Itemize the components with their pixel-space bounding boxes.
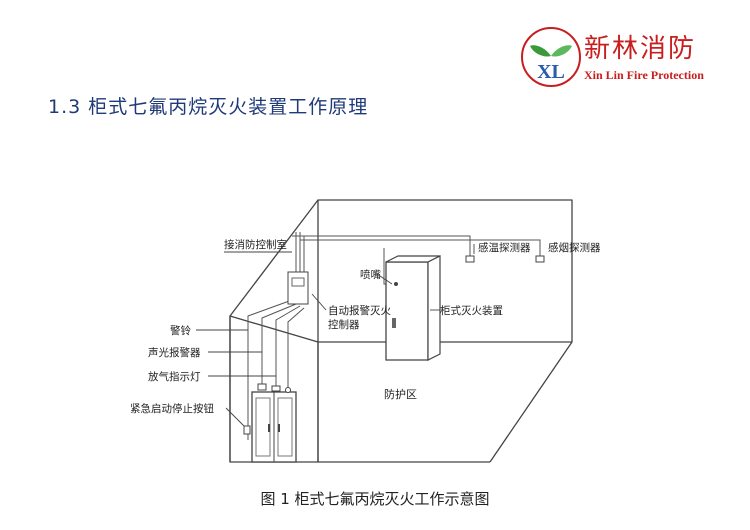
- label-protected-zone: 防护区: [384, 387, 417, 401]
- alarm-controller-box: [287, 271, 309, 305]
- ceiling-edge: [229, 199, 319, 317]
- emergency-button-icon: [243, 425, 251, 435]
- section-heading: 1.3 柜式七氟丙烷灭火装置工作原理: [48, 96, 369, 118]
- door-handle-right: [278, 424, 280, 432]
- logo-monogram: XL: [537, 61, 565, 83]
- wire-alarm: [261, 303, 297, 386]
- cabinet-front: [385, 261, 429, 361]
- logo-emblem: XL: [521, 27, 581, 87]
- logo-name-cn: 新林消防: [584, 34, 697, 64]
- label-nozzle: 喷嘴: [360, 269, 381, 281]
- figure-caption: 图 1 柜式七氟丙烷灭火工作示意图: [260, 490, 490, 508]
- cabinet-handle: [392, 318, 396, 328]
- logo-name-en: Xin Lin Fire Protection: [584, 68, 704, 82]
- controller-panel: [291, 277, 305, 287]
- leader-nozzle: [379, 275, 393, 285]
- label-alarm-controller-1: 自动报警灭火: [328, 304, 391, 317]
- sound-light-alarm-icon: [257, 383, 267, 391]
- logo-ring: [521, 27, 581, 87]
- logo-leaf-left: [530, 45, 551, 57]
- label-bell: 警铃: [170, 324, 191, 337]
- label-release-indicator: 放气指示灯: [148, 370, 201, 383]
- wire-temp: [292, 235, 471, 256]
- wire-bell: [247, 299, 293, 440]
- logo-leaf-right: [551, 45, 572, 57]
- wire-smoke: [300, 239, 541, 256]
- bell-icon: [285, 387, 291, 393]
- label-sound-light-alarm: 声光报警器: [148, 346, 201, 359]
- label-alarm-controller-2: 控制器: [328, 318, 360, 331]
- company-logo: XL 新林消防 Xin Lin Fire Protection: [520, 26, 740, 90]
- nozzle-icon: [394, 282, 398, 286]
- wire-indicator: [275, 305, 301, 392]
- release-indicator-icon: [271, 385, 281, 392]
- leader-controller: [311, 293, 327, 311]
- door-handle-left: [268, 424, 270, 432]
- smoke-detector-icon: [535, 255, 545, 263]
- cabinet-side: [427, 255, 441, 361]
- label-control-room: 接消防控制室: [224, 238, 287, 251]
- temp-detector-icon: [465, 255, 475, 263]
- leader-button: [225, 407, 245, 427]
- label-emergency-button: 紧急启动停止按钮: [130, 402, 214, 415]
- wire-button: [287, 307, 305, 392]
- label-smoke-detector: 感烟探测器: [548, 241, 601, 254]
- floor-edge-right: [489, 341, 573, 463]
- label-temp-detector: 感温探测器: [478, 241, 531, 254]
- label-cabinet-device: 柜式灭火装置: [440, 304, 503, 317]
